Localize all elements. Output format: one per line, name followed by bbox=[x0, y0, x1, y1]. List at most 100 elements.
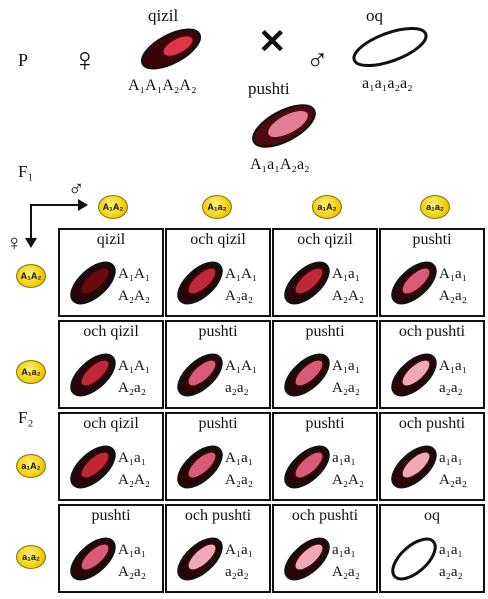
grain-icon bbox=[391, 537, 437, 581]
cell-genotype-locus-2: A₂a₂ bbox=[118, 380, 146, 396]
male-gamete-1: A₁A₂ bbox=[98, 195, 128, 219]
f2-female-symbol-icon: ♀ bbox=[6, 230, 23, 255]
male-parent-grain bbox=[352, 27, 428, 67]
f2-cell-r4-c3: och pushti a₁a₁ A₂a₂ bbox=[272, 504, 378, 593]
cell-genotype-locus-2: A₂A₂ bbox=[118, 288, 151, 304]
f2-generation-label: F₂ bbox=[18, 408, 34, 427]
cell-genotype-locus-2: a₂a₂ bbox=[439, 380, 463, 396]
cell-phenotype: pushti bbox=[305, 323, 345, 340]
female-axis-arrowhead-icon bbox=[25, 238, 37, 248]
cross-icon: ✕ bbox=[258, 24, 287, 61]
cell-phenotype: pushti bbox=[91, 507, 131, 524]
cell-genotype-locus-1: A₁A₁ bbox=[225, 358, 258, 374]
cell-genotype-locus-1: a₁a₁ bbox=[332, 450, 356, 466]
cell-genotype-locus-1: A₁A₁ bbox=[118, 358, 151, 374]
cell-genotype-locus-1: a₁a₁ bbox=[439, 450, 463, 466]
cell-phenotype: och pushti bbox=[291, 507, 359, 524]
cell-phenotype: pushti bbox=[198, 415, 238, 432]
grain-icon bbox=[284, 537, 330, 581]
grain-icon bbox=[70, 353, 116, 397]
cell-genotype-locus-1: A₁A₁ bbox=[118, 266, 151, 282]
cell-genotype-locus-1: A₁a₁ bbox=[332, 266, 360, 282]
cell-phenotype: och pushti bbox=[398, 323, 466, 340]
f2-cell-r3-c3: pushti a₁a₁ A₂A₂ bbox=[272, 412, 378, 501]
cell-genotype-locus-2: A₂A₂ bbox=[332, 472, 365, 488]
f1-genotype: A₁a₁A₂a₂ bbox=[250, 156, 310, 173]
f1-grain bbox=[252, 104, 316, 148]
cell-phenotype: pushti bbox=[198, 323, 238, 340]
cell-genotype-locus-2: A₂a₂ bbox=[332, 564, 360, 580]
cell-genotype-locus-2: a₂a₂ bbox=[225, 564, 249, 580]
female-symbol-icon: ♀ bbox=[72, 42, 98, 79]
male-gamete-4: a₁a₂ bbox=[420, 195, 450, 219]
female-parent-grain bbox=[140, 28, 202, 70]
cell-phenotype: pushti bbox=[412, 231, 452, 248]
cell-genotype-locus-2: A₂a₂ bbox=[225, 288, 253, 304]
cell-phenotype: och pushti bbox=[184, 507, 252, 524]
cell-phenotype: och pushti bbox=[398, 415, 466, 432]
cell-genotype-locus-2: A₂A₂ bbox=[332, 288, 365, 304]
grain-icon bbox=[284, 353, 330, 397]
grain-icon bbox=[70, 445, 116, 489]
cell-phenotype: och qizil bbox=[83, 323, 139, 340]
cell-genotype-locus-1: A₁a₁ bbox=[118, 450, 146, 466]
f1-phenotype: pushti bbox=[248, 79, 290, 98]
male-axis-arrow bbox=[30, 204, 80, 206]
cell-genotype-locus-1: A₁a₁ bbox=[439, 266, 467, 282]
grain-icon bbox=[177, 537, 223, 581]
cell-phenotype: qizil bbox=[96, 231, 126, 248]
cell-genotype-locus-2: A₂a₂ bbox=[225, 472, 253, 488]
cell-genotype-locus-2: A₂a₂ bbox=[118, 564, 146, 580]
grain-icon bbox=[391, 261, 437, 305]
male-gamete-2: A₁a₂ bbox=[202, 195, 232, 219]
cell-phenotype: och qizil bbox=[297, 231, 353, 248]
cell-phenotype: och qizil bbox=[83, 415, 139, 432]
cell-genotype-locus-2: A₂a₂ bbox=[439, 472, 467, 488]
cell-phenotype: oq bbox=[424, 507, 440, 524]
f2-cell-r3-c4: och pushti a₁a₁ A₂a₂ bbox=[379, 412, 485, 501]
cell-genotype-locus-1: a₁a₁ bbox=[439, 542, 463, 558]
cell-phenotype: pushti bbox=[305, 415, 345, 432]
female-axis-arrow bbox=[30, 204, 32, 240]
cell-genotype-locus-1: A₁a₁ bbox=[332, 358, 360, 374]
p-generation-label: P bbox=[18, 50, 29, 70]
grain-icon bbox=[391, 353, 437, 397]
cell-genotype-locus-1: a₁a₁ bbox=[332, 542, 356, 558]
female-parent-genotype: A₁A₁A₂A₂ bbox=[128, 77, 197, 94]
cell-genotype-locus-2: A₂a₂ bbox=[332, 380, 360, 396]
cell-phenotype: och qizil bbox=[190, 231, 246, 248]
male-gamete-3: a₁A₂ bbox=[312, 195, 342, 219]
female-gamete-3: a₁A₂ bbox=[16, 454, 46, 478]
grain-icon bbox=[70, 537, 116, 581]
f1-generation-label: F₁ bbox=[18, 162, 34, 181]
cell-genotype-locus-1: A₁a₁ bbox=[225, 450, 253, 466]
female-gamete-2: A₁a₂ bbox=[16, 360, 46, 384]
cell-genotype-locus-2: a₂a₂ bbox=[225, 380, 249, 396]
female-gamete-1: A₁A₂ bbox=[16, 264, 46, 288]
grain-icon bbox=[391, 445, 437, 489]
cell-genotype-locus-1: A₁a₁ bbox=[439, 358, 467, 374]
grain-icon bbox=[284, 445, 330, 489]
f2-male-symbol-icon: ♂ bbox=[68, 176, 85, 201]
male-axis-arrowhead-icon bbox=[78, 199, 88, 211]
grain-icon bbox=[177, 261, 223, 305]
male-symbol-icon: ♂ bbox=[306, 44, 329, 77]
cell-genotype-locus-2: A₂a₂ bbox=[439, 288, 467, 304]
male-parent-genotype: a₁a₁a₂a₂ bbox=[362, 75, 413, 92]
grain-icon bbox=[177, 445, 223, 489]
cell-genotype-locus-1: A₁a₁ bbox=[225, 542, 253, 558]
grain-icon bbox=[284, 261, 330, 305]
